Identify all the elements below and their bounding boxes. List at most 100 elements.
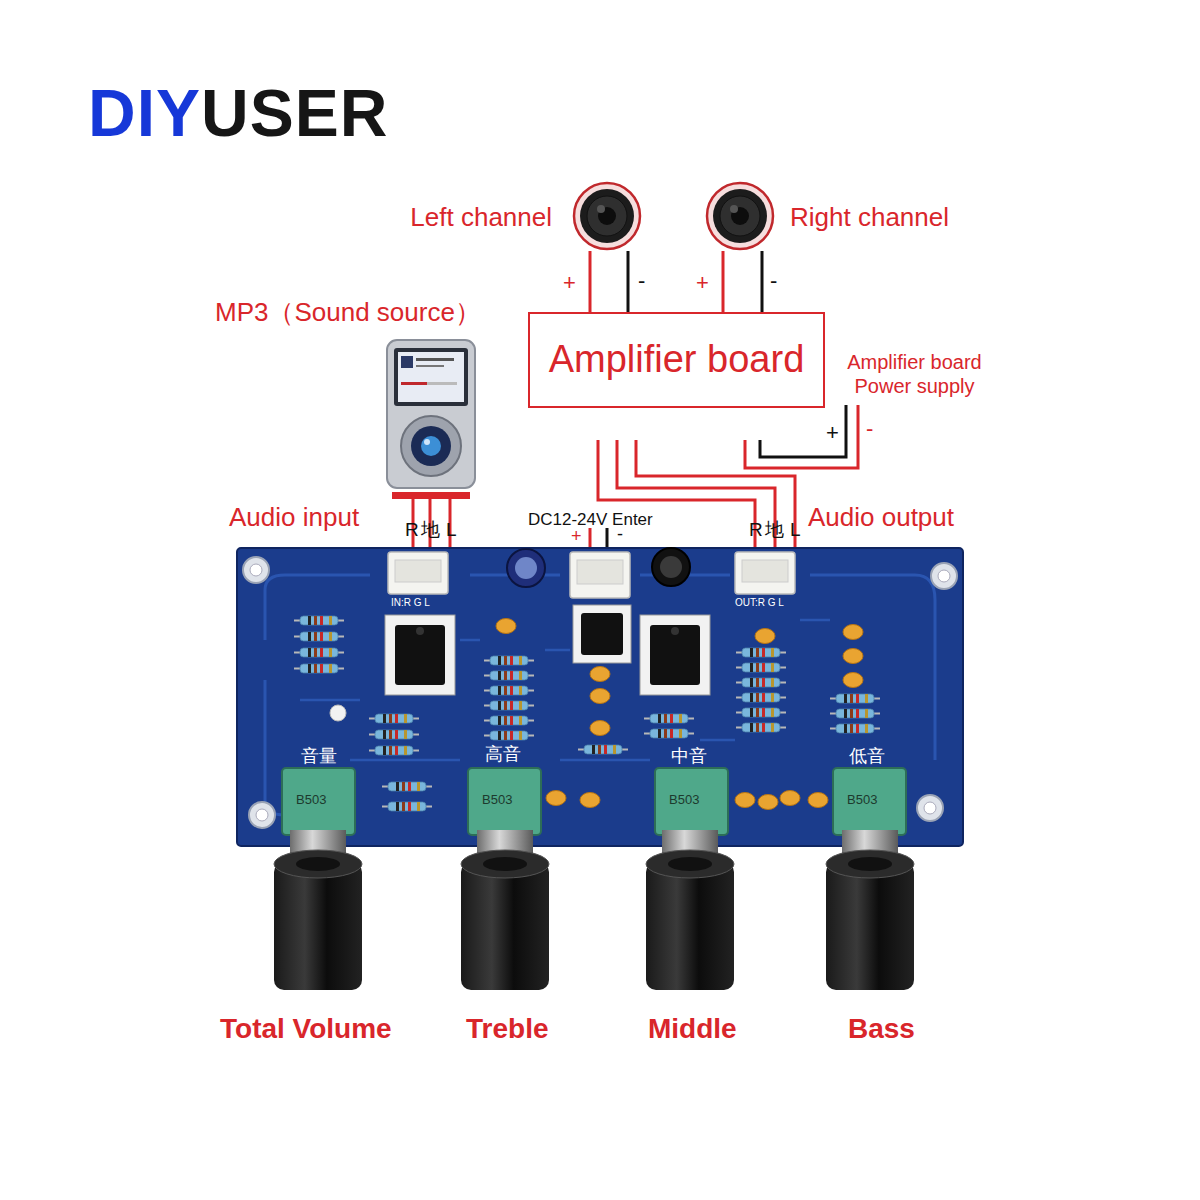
connector-socket — [742, 560, 788, 582]
power-connector — [570, 552, 630, 598]
ic-socket — [573, 605, 631, 663]
capacitor — [735, 793, 755, 808]
resistor — [294, 632, 344, 641]
screen-progress — [401, 382, 457, 385]
polarity-mark: - — [866, 416, 873, 441]
brand-logo: DIYUSER — [88, 76, 388, 152]
resistor — [369, 746, 419, 755]
connector-socket — [395, 560, 441, 582]
player-wheel — [401, 416, 461, 476]
pcb-board — [237, 548, 963, 846]
player-button-glint — [424, 439, 430, 445]
electrolytic-capacitor — [507, 549, 545, 587]
capacitor — [590, 721, 610, 736]
silkscreen-label: 中音 — [671, 746, 707, 767]
speaker-wire — [627, 251, 630, 312]
resistor — [736, 693, 786, 702]
pin-name: R — [749, 519, 763, 541]
speaker-rim — [574, 183, 640, 249]
amplifier-box: Amplifier board — [528, 312, 825, 408]
speaker-cone — [587, 196, 627, 236]
pcb-trace — [300, 620, 830, 760]
ic-chip — [581, 613, 623, 655]
control-name: Total Volume — [220, 1013, 392, 1045]
signal-wire — [598, 440, 755, 550]
mount-hole — [917, 795, 943, 821]
capacitor — [496, 619, 516, 634]
resistor — [294, 648, 344, 657]
knob-cap — [668, 857, 712, 871]
port-label: Audio input — [229, 503, 359, 533]
speaker-cone — [720, 196, 760, 236]
mount-hole — [243, 557, 269, 583]
pot-value: B503 — [482, 793, 512, 808]
speaker-node: Left channel — [572, 181, 642, 251]
resistor — [484, 716, 534, 725]
ic-chip — [650, 625, 700, 685]
pin-name: R — [405, 519, 419, 541]
player-button — [421, 436, 441, 456]
pot-value: B503 — [669, 793, 699, 808]
polarity-mark: + — [563, 270, 576, 295]
capacitor — [843, 673, 863, 688]
silkscreen-pins: OUT:R G L — [735, 597, 784, 609]
resistor — [382, 802, 432, 811]
resistor — [736, 678, 786, 687]
resistor — [294, 616, 344, 625]
speaker-rim — [707, 183, 773, 249]
control-name: Treble — [466, 1013, 548, 1045]
polarity-mark: + — [826, 420, 839, 445]
resistor — [736, 648, 786, 657]
resistor — [484, 671, 534, 680]
knob — [461, 862, 549, 990]
pot-value: B503 — [847, 793, 877, 808]
capacitor — [780, 791, 800, 806]
electrolytic-capacitor — [652, 548, 690, 586]
silkscreen-label: 高音 — [485, 744, 521, 765]
potentiometer — [833, 768, 906, 835]
node-title: Right channel — [790, 203, 949, 233]
polarity-mark: - — [617, 524, 623, 545]
resistor — [736, 708, 786, 717]
screen-bar — [416, 365, 444, 367]
resistor — [830, 694, 880, 703]
power-wire — [760, 405, 846, 457]
pin-name: L — [446, 519, 457, 541]
speaker-wire — [722, 251, 725, 312]
knob-top — [274, 850, 362, 878]
input-plug-bar — [392, 492, 470, 499]
ic-notch — [671, 627, 679, 635]
pin-name: 地 — [421, 519, 440, 541]
capacitor — [808, 793, 828, 808]
resistor — [484, 701, 534, 710]
node-title: Amplifier board — [530, 314, 823, 406]
silkscreen-label: 音量 — [301, 746, 337, 767]
speaker-surround — [713, 189, 767, 243]
power-wire — [745, 405, 858, 468]
resistor — [369, 714, 419, 723]
capacitor — [758, 795, 778, 810]
capacitor — [843, 649, 863, 664]
connector-socket — [577, 560, 623, 584]
power-led — [330, 705, 346, 721]
potentiometer — [655, 768, 728, 835]
player-body — [387, 340, 475, 488]
knob-cap — [848, 857, 892, 871]
knob-cap — [483, 857, 527, 871]
knob-cap — [296, 857, 340, 871]
knob — [274, 862, 362, 990]
output-connector — [735, 552, 795, 594]
potentiometer — [282, 768, 355, 835]
polarity-mark: - — [770, 268, 777, 293]
pot-value: B503 — [296, 793, 326, 808]
input-connector — [388, 552, 448, 594]
pin-name: 地 — [765, 519, 784, 541]
control-name: Bass — [848, 1013, 915, 1045]
resistor — [484, 656, 534, 665]
control-name: Middle — [648, 1013, 737, 1045]
capacitor-top — [660, 556, 682, 578]
speaker-wire — [761, 251, 764, 312]
